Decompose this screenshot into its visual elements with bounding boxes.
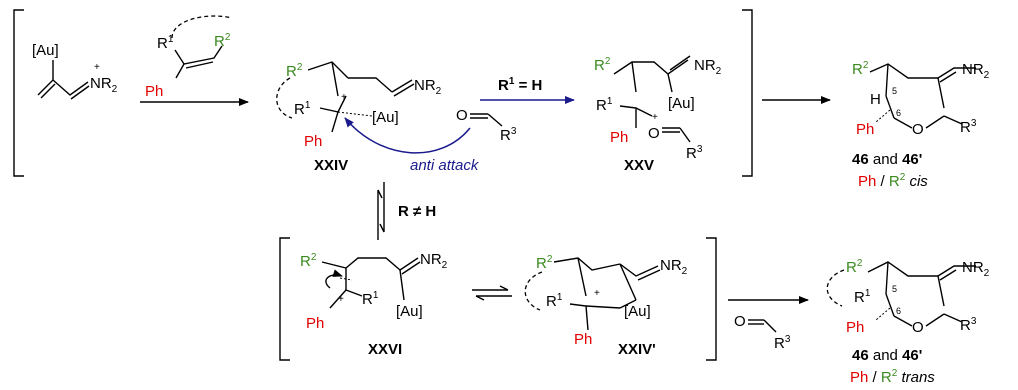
compound-label-xxvi: XXVI (368, 341, 402, 358)
svg-text:6: 6 (896, 108, 901, 118)
svg-text:5: 5 (892, 284, 897, 294)
svg-text:Ph: Ph (306, 315, 324, 332)
svg-text:NR2: NR2 (962, 259, 990, 279)
au-label: [Au] (32, 42, 59, 59)
aldehyde-reagent-bottom: O R3 (734, 313, 791, 352)
svg-text:H: H (870, 91, 881, 108)
svg-text:Ph: Ph (610, 129, 628, 146)
product-trans-stereo: Ph / R2 trans (850, 368, 935, 386)
svg-text:O: O (912, 319, 924, 336)
bracket-bottom-left (279, 237, 290, 361)
compound-label-xxiv: XXIV (314, 157, 348, 174)
svg-text:R3: R3 (960, 316, 977, 334)
svg-text:NR2: NR2 (90, 75, 118, 95)
svg-text:+: + (652, 112, 658, 123)
anti-attack-label: anti attack (410, 157, 480, 174)
svg-text:+: + (338, 294, 344, 305)
product-cis-stereo: Ph / R2 cis (858, 172, 928, 190)
svg-text:Ph: Ph (856, 121, 874, 138)
svg-text:R2: R2 (846, 258, 863, 276)
svg-text:R3: R3 (686, 144, 703, 162)
bracket-top-left (13, 9, 24, 177)
svg-text:O: O (734, 313, 746, 330)
svg-text:Ph: Ph (304, 133, 322, 150)
svg-text:R1: R1 (362, 290, 379, 308)
svg-text:6: 6 (896, 306, 901, 316)
condition-r-not-h: R ≠ H (398, 203, 436, 220)
product-cis: R2 H 5 6 NR2 O Ph R3 46 and 46' Ph / R2 … (852, 60, 990, 190)
svg-text:O: O (456, 107, 468, 124)
svg-text:[Au]: [Au] (624, 303, 651, 320)
svg-text:R1: R1 (294, 100, 311, 118)
svg-text:NR2: NR2 (414, 77, 442, 97)
svg-text:5: 5 (892, 86, 897, 96)
product-trans: R2 R1 5 6 NR2 O Ph R3 46 and 46' Ph / R2… (826, 258, 990, 386)
svg-text:R2: R2 (300, 252, 317, 270)
equilibrium-arrows-vertical (377, 182, 385, 240)
svg-text:R2: R2 (594, 56, 611, 74)
svg-text:R2: R2 (286, 62, 303, 80)
svg-text:O: O (912, 121, 924, 138)
svg-text:[Au]: [Au] (372, 109, 399, 126)
svg-text:R3: R3 (960, 118, 977, 136)
svg-text:[Au]: [Au] (396, 303, 423, 320)
svg-text:[Au]: [Au] (668, 95, 695, 112)
svg-text:R3: R3 (774, 334, 791, 352)
svg-text:R2: R2 (852, 60, 869, 78)
svg-text:NR2: NR2 (962, 61, 990, 81)
anti-attack-arrow (344, 117, 471, 154)
svg-text:R2: R2 (536, 254, 553, 272)
equilibrium-arrows-horizontal (472, 285, 512, 301)
bracket-top-right (742, 9, 753, 177)
condition-r1-equals-h: R1 = H (498, 76, 542, 94)
svg-text:R1: R1 (157, 34, 174, 52)
svg-text:O: O (648, 125, 660, 142)
svg-text:R1: R1 (596, 96, 613, 114)
bracket-bottom-right (706, 237, 717, 361)
svg-text:R1: R1 (546, 292, 563, 310)
svg-text:R1: R1 (854, 288, 871, 306)
intermediate-xxvi: R2 NR2 [Au] + R1 Ph XXVI (300, 251, 448, 358)
svg-text:NR2: NR2 (694, 57, 722, 77)
gold-iminium-starting-material: [Au] + NR2 (32, 42, 118, 100)
aldehyde-reagent-top: O R3 (456, 107, 517, 144)
svg-text:R3: R3 (500, 126, 517, 144)
nr2-label: NR (90, 75, 112, 92)
svg-text:NR2: NR2 (420, 251, 448, 271)
svg-text:NR2: NR2 (660, 257, 688, 277)
phenyl-label: Ph (145, 83, 163, 100)
compound-label-xxiv-prime: XXIV' (618, 341, 656, 358)
product-trans-name: 46 and 46' (852, 347, 922, 364)
alkene-reagent: R1 R2 Ph (145, 15, 233, 100)
svg-text:+: + (594, 288, 600, 299)
intermediate-xxiv-prime: R2 R1 + NR2 [Au] Ph XXIV' (524, 254, 688, 358)
compound-label-xxv: XXV (624, 157, 654, 174)
svg-text:+: + (341, 92, 347, 103)
intermediate-xxv: R2 R1 NR2 [Au] + O Ph R3 XXV (594, 55, 722, 174)
svg-text:Ph: Ph (846, 319, 864, 336)
product-cis-name: 46 and 46' (852, 151, 922, 168)
intermediate-xxiv: R2 R1 + NR2 [Au] Ph XXIV (276, 61, 442, 174)
plus-charge: + (94, 62, 100, 73)
svg-text:R2: R2 (214, 32, 231, 50)
svg-text:Ph: Ph (574, 331, 592, 348)
